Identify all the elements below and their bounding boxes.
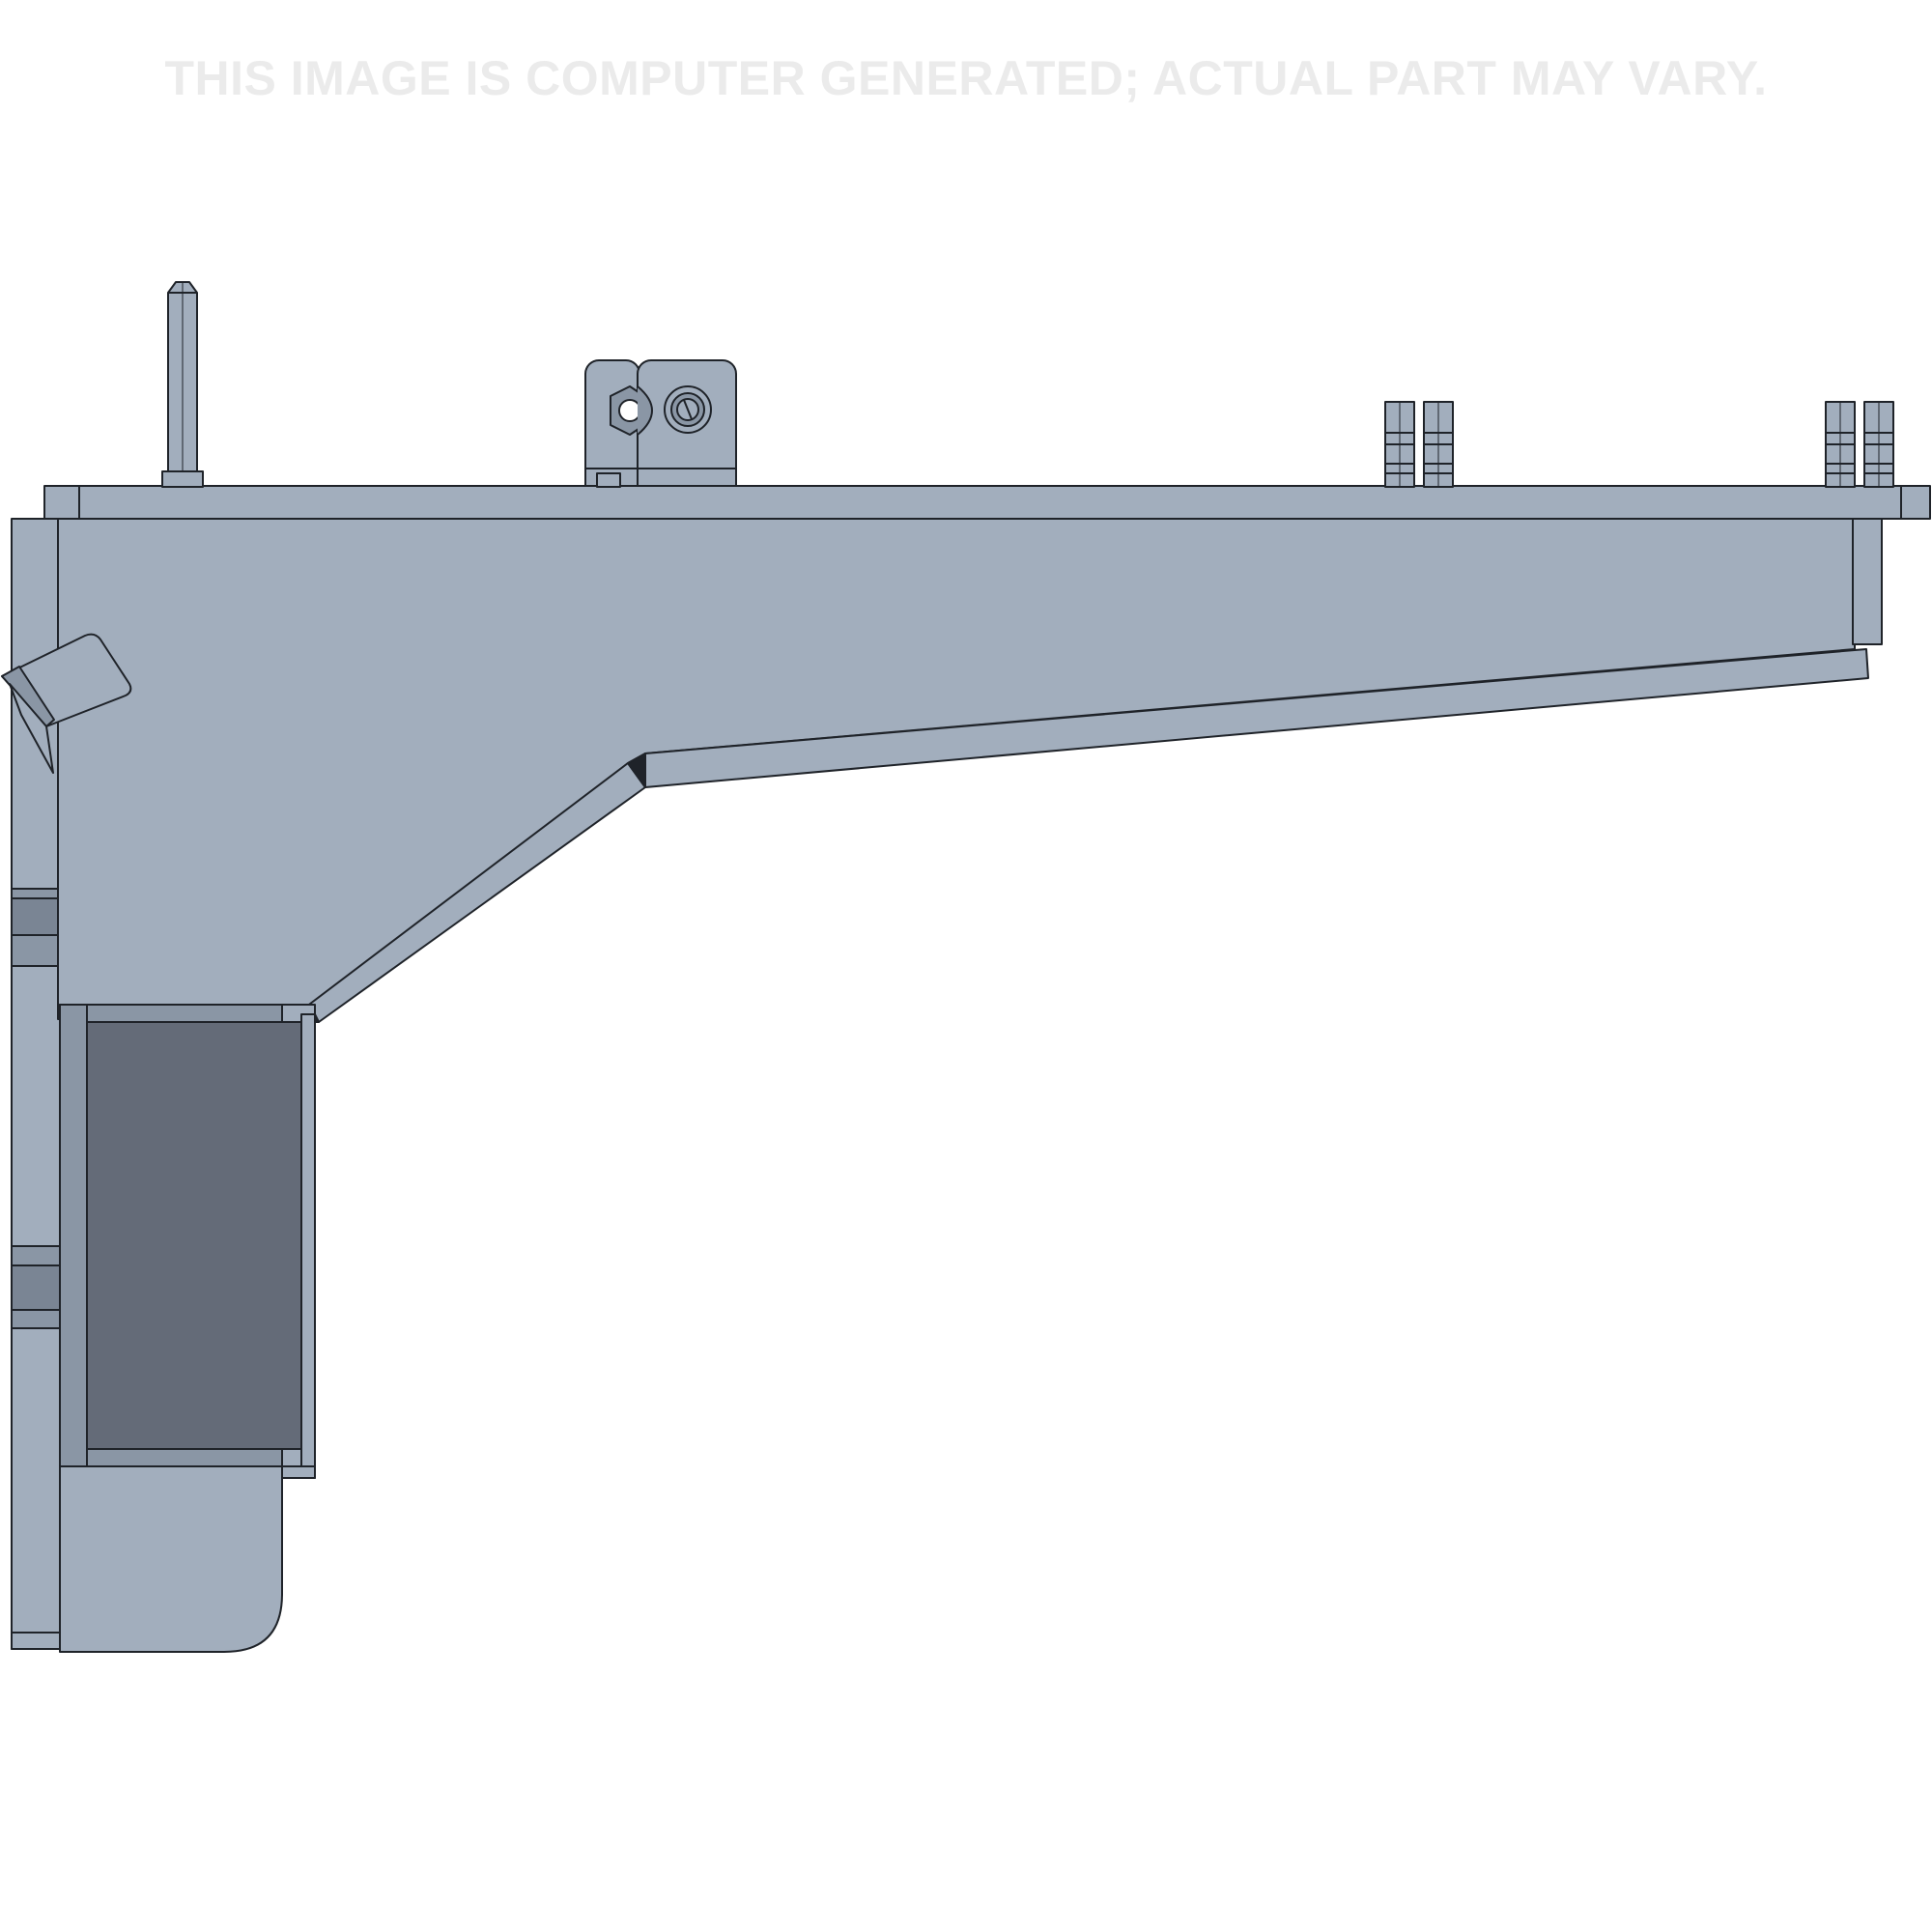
stud-pair-left: [1384, 401, 1454, 488]
stud-pair-right: [1825, 401, 1894, 488]
locating-pin: [161, 281, 204, 488]
arm-end-plate: [1852, 518, 1883, 645]
bottom-plate: [59, 1465, 283, 1653]
disclaimer-watermark: THIS IMAGE IS COMPUTER GENERATED; ACTUAL…: [164, 51, 1768, 105]
side-lug: [1, 633, 132, 774]
top-flange: [43, 485, 1931, 520]
hinge-block: [584, 359, 737, 488]
tube-receiver: [59, 1004, 316, 1479]
bracket-arm: [57, 518, 1856, 1020]
